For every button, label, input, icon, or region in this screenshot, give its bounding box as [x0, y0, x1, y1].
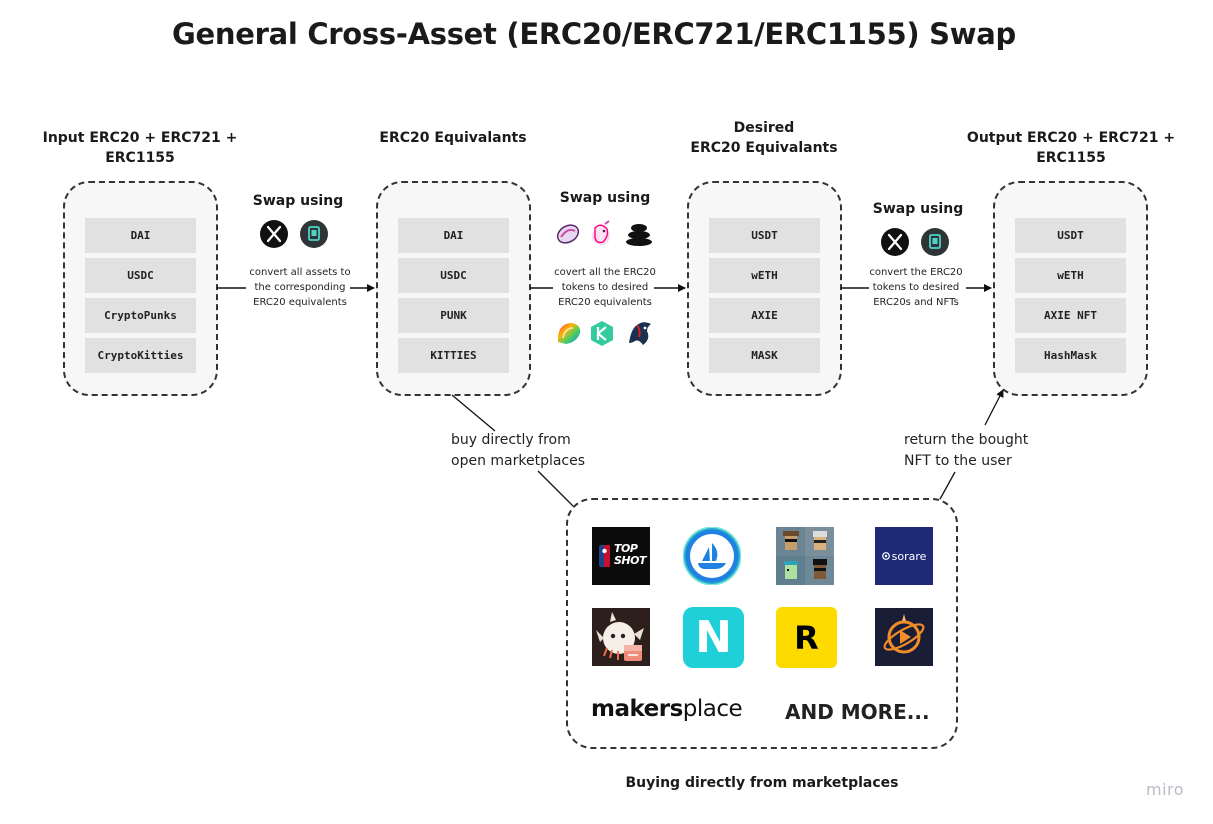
note-line: return the bought	[904, 432, 1029, 448]
kyber-icon	[590, 320, 614, 347]
makersplace-logo: makersplace	[591, 696, 743, 722]
swap-description-line: the corresponding	[254, 282, 346, 293]
nft-vault-icon	[300, 220, 328, 248]
token-box: HashMask	[1015, 338, 1126, 373]
token-box: wETH	[1015, 258, 1126, 293]
cryptospace-logo	[875, 608, 933, 666]
note-line: open marketplaces	[451, 453, 586, 469]
swap-description-line: convert all assets to	[249, 267, 351, 278]
token-box: wETH	[709, 258, 820, 293]
opensea-logo	[683, 527, 741, 585]
sushiswap-icon	[555, 221, 581, 247]
token-box: USDC	[85, 258, 196, 293]
swap-description-line: ERC20 equivalents	[253, 297, 347, 308]
token-box: AXIE NFT	[1015, 298, 1126, 333]
marketplaces-caption: Buying directly from marketplaces	[625, 775, 899, 791]
x-protocol-icon	[260, 220, 288, 248]
swap-description-line: ERC20s and NFTs	[873, 297, 959, 308]
token-box: AXIE	[709, 298, 820, 333]
miro-watermark: miro	[1146, 780, 1185, 799]
swap-description: convert the ERC20 tokens to desired ERC2…	[856, 265, 976, 310]
note-line: buy directly from	[451, 432, 571, 448]
sorare-text: sorare	[881, 549, 927, 563]
swap-description-line: convert the ERC20	[869, 267, 963, 278]
token-box: CryptoKitties	[85, 338, 196, 373]
makersplace-bold: makers	[591, 696, 683, 722]
swap-description: covert all the ERC20 tokens to desired E…	[546, 265, 664, 310]
token-box: USDT	[1015, 218, 1126, 253]
swap-description-line: tokens to desired	[561, 282, 649, 293]
desired-heading: Desired ERC20 Equivalants	[664, 118, 864, 158]
x-protocol-icon	[881, 228, 909, 256]
diagram-title: General Cross-Asset (ERC20/ERC721/ERC115…	[172, 17, 1016, 51]
output-token-group: USDT wETH AXIE NFT HashMask	[993, 181, 1148, 396]
token-box: DAI	[398, 218, 509, 253]
and-more-text: AND MORE...	[785, 700, 930, 724]
sorare-logo: sorare	[875, 527, 933, 585]
cryptopunks-logo	[776, 527, 834, 585]
token-box: KITTIES	[398, 338, 509, 373]
connector-buy-from-marketplaces	[451, 394, 496, 432]
sorare-label: sorare	[891, 549, 927, 563]
token-box: PUNK	[398, 298, 509, 333]
rarible-logo: R	[776, 607, 837, 668]
input-heading: Input ERC20 + ERC721 + ERC1155	[42, 130, 238, 166]
1inch-icon	[625, 319, 655, 348]
input-token-group: DAI USDC CryptoPunks CryptoKitties	[63, 181, 218, 396]
topshot-text: TOP SHOT	[614, 542, 646, 567]
nba-top-shot-logo: TOP SHOT	[592, 527, 650, 585]
buy-directly-note: buy directly from open marketplaces	[451, 430, 585, 472]
nifty-gateway-logo: N	[683, 607, 744, 668]
connector-return-nft	[984, 389, 1004, 426]
desired-heading-line2: ERC20 Equivalants	[690, 140, 838, 156]
balancer-icon	[625, 222, 653, 246]
output-heading: Output ERC20 + ERC721 + ERC1155	[966, 130, 1176, 166]
token-box: USDC	[398, 258, 509, 293]
swap-description-line: ERC20 equivalents	[558, 297, 652, 308]
equivalents-token-group: DAI USDC PUNK KITTIES	[376, 181, 531, 396]
makersplace-light: place	[682, 696, 743, 722]
token-box: DAI	[85, 218, 196, 253]
swap-title: Swap using	[872, 201, 964, 217]
return-nft-note: return the bought NFT to the user	[904, 430, 1028, 472]
equivalents-heading: ERC20 Equivalants	[379, 130, 527, 146]
swap-description-line: covert all the ERC20	[554, 267, 656, 278]
desired-heading-line1: Desired	[733, 120, 795, 136]
token-box: CryptoPunks	[85, 298, 196, 333]
swap-title: Swap using	[559, 190, 651, 206]
token-box: USDT	[709, 218, 820, 253]
rarible-letter: R	[794, 618, 819, 657]
axie-logo	[592, 608, 650, 666]
token-box: MASK	[709, 338, 820, 373]
nft-vault-icon	[921, 228, 949, 256]
nifty-letter: N	[695, 611, 732, 663]
swap-description: convert all assets to the corresponding …	[236, 265, 364, 310]
curve-icon	[555, 320, 582, 347]
note-line: NFT to the user	[904, 453, 1012, 469]
swap-description-line: tokens to desired	[872, 282, 960, 293]
swap-title: Swap using	[252, 193, 344, 209]
desired-token-group: USDT wETH AXIE MASK	[687, 181, 842, 396]
sorare-dot-icon	[881, 552, 890, 560]
uniswap-icon	[587, 220, 615, 248]
